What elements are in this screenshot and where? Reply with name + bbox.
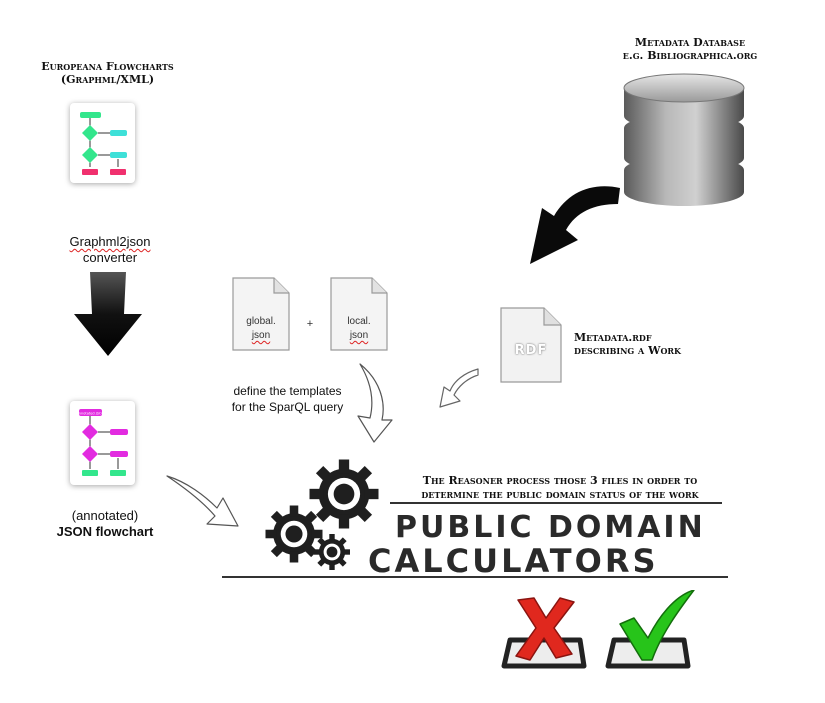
curved-arrow-from-templates-icon xyxy=(357,363,393,443)
flowcharts-title: Europeana Flowcharts (Graphml/XML) xyxy=(20,60,195,86)
flowcharts-title-line2: (Graphml/XML) xyxy=(60,73,155,86)
check-mark-icon xyxy=(619,590,695,661)
calculators-title-line1: PUBLIC DOMAIN xyxy=(395,510,706,545)
json-flowchart-thumbnail: annotated JSON xyxy=(70,401,135,485)
global-json-file-icon: global. json xyxy=(230,275,292,353)
local-file-name: local. xyxy=(347,316,371,327)
json-mini-title: annotated JSON xyxy=(77,412,105,416)
metadata-file-label: Metadata.rdf describing a Work xyxy=(574,331,734,357)
local-file-ext: json xyxy=(349,330,369,341)
graphml-flowchart-thumbnail xyxy=(70,103,135,183)
flowcharts-title-line1: Europeana Flowcharts xyxy=(41,60,174,73)
converter-label: Graphml2json converter xyxy=(40,234,180,266)
database-title-line1: Metadata Database xyxy=(634,36,746,49)
reasoner-caption: The Reasoner process those 3 files in or… xyxy=(400,474,720,502)
database-title-line2: e.g. Bibliographica.org xyxy=(622,49,758,62)
local-json-file-icon: local. json xyxy=(328,275,390,353)
down-arrow-icon xyxy=(74,272,142,356)
reasoner-caption-line1: The Reasoner process those 3 files in or… xyxy=(422,474,698,487)
templates-caption-line1: define the templates xyxy=(233,384,342,398)
reasoner-caption-line2: determine the public domain status of th… xyxy=(421,488,699,501)
json-flowchart-label-line2: JSON flowchart xyxy=(56,524,154,539)
plus-sign: + xyxy=(306,318,314,330)
rdf-icon-text: RDF xyxy=(514,343,548,358)
divider-bottom xyxy=(222,576,728,578)
json-flowchart-label-line1: (annotated) xyxy=(71,508,139,523)
metadata-file-label-line2: describing a Work xyxy=(574,344,682,357)
cross-mark-icon xyxy=(515,597,575,661)
rdf-file-icon: RDF xyxy=(498,305,564,385)
converter-name: Graphml2json xyxy=(69,234,151,249)
database-icon xyxy=(623,73,745,206)
global-file-name: global. xyxy=(246,316,276,327)
curved-arrow-from-database-icon xyxy=(530,186,620,264)
converter-word: converter xyxy=(82,250,138,265)
global-file-ext: json xyxy=(251,330,271,341)
curved-arrow-from-rdf-icon xyxy=(439,368,479,408)
calculators-title-line2: CALCULATORS xyxy=(368,542,659,580)
database-title: Metadata Database e.g. Bibliographica.or… xyxy=(595,36,785,62)
json-flowchart-label: (annotated) JSON flowchart xyxy=(30,508,180,540)
result-boxes xyxy=(501,590,695,669)
curved-arrow-to-calculator-icon xyxy=(166,475,239,527)
templates-caption: define the templates for the SparQL quer… xyxy=(205,383,370,415)
divider-top xyxy=(390,502,722,504)
graphml-flowchart-diagram xyxy=(80,112,127,175)
metadata-file-label-line1: Metadata.rdf xyxy=(574,331,652,344)
json-flowchart-diagram: annotated JSON xyxy=(77,409,128,476)
templates-caption-line2: for the SparQL query xyxy=(231,400,344,414)
